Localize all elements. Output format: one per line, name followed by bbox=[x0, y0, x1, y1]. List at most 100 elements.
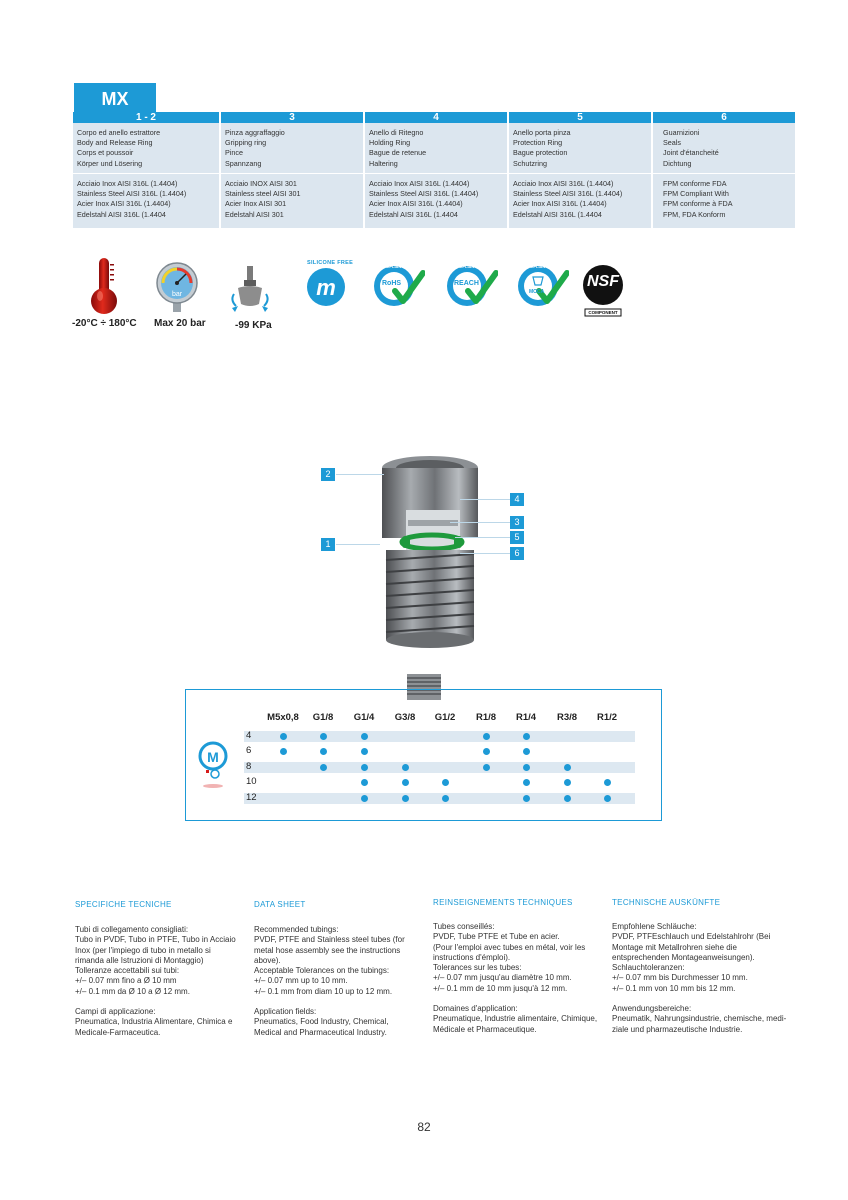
compatibility-dot bbox=[442, 795, 449, 802]
tech-line: Pneumatik, Nahrungsindustrie, chemische,… bbox=[612, 1014, 787, 1034]
nsf-certified-icon: NSF COMPONENT bbox=[582, 264, 624, 318]
compatibility-dot bbox=[523, 779, 530, 786]
thread-icon bbox=[405, 672, 443, 702]
compatibility-dot bbox=[280, 733, 287, 740]
silicone-free-icon: m SILICONE FREE bbox=[303, 260, 353, 308]
component-col-3: 3 Pinza aggraffaggio Gripping ring Pince… bbox=[221, 112, 365, 228]
compatibility-dot bbox=[361, 795, 368, 802]
compatibility-dot bbox=[523, 795, 530, 802]
gauge-unit: bar bbox=[172, 291, 183, 298]
leader-line bbox=[460, 553, 510, 554]
section-body-fr: Tubes conseillés: PVDF, Tube PTFE et Tub… bbox=[433, 922, 598, 1045]
compatibility-dot bbox=[320, 733, 327, 740]
row-band bbox=[244, 762, 635, 773]
mat-de: FPM, FDA Konform bbox=[663, 209, 726, 219]
leader-line bbox=[450, 522, 510, 523]
compatibility-dot bbox=[402, 795, 409, 802]
component-number: 5 bbox=[509, 112, 651, 123]
component-col-6: 6 Guarnizioni Seals Joint d'étancheité D… bbox=[653, 112, 795, 228]
tech-line: +/– 0.07 mm bis Durchmesser 10 mm. bbox=[612, 973, 748, 983]
component-number: 1 - 2 bbox=[73, 112, 219, 123]
name-it: Pinza aggraffaggio bbox=[225, 128, 285, 137]
section-body-de: Empfohlene Schläuche: PVDF, PTFEschlauch… bbox=[612, 922, 788, 1045]
thread-column-header: G1/2 bbox=[434, 712, 456, 723]
compatibility-dot bbox=[320, 764, 327, 771]
name-it: Anello porta pinza bbox=[513, 128, 571, 137]
tube-size-label: 8 bbox=[246, 761, 252, 772]
tech-line: Acceptable Tolerances on the tubings: bbox=[254, 966, 390, 976]
reach-label: REACH bbox=[454, 280, 479, 287]
compatibility-dot bbox=[604, 795, 611, 802]
tech-line: +/– 0.1 mm da Ø 10 a Ø 12 mm. bbox=[75, 986, 190, 996]
tech-line: Tubes conseillés: bbox=[433, 922, 495, 931]
name-fr: Bague de retenue bbox=[369, 148, 427, 158]
component-materials: Acciaio Inox AISI 316L (1.4404) Stainles… bbox=[369, 179, 505, 220]
callout-6: 6 bbox=[510, 547, 524, 560]
vacuum-icon bbox=[228, 264, 272, 314]
svg-text:m: m bbox=[316, 275, 336, 300]
compliant-ring-text: COMPLIANT bbox=[524, 264, 548, 269]
section-title-en: DATA SHEET bbox=[254, 900, 306, 909]
rohs-compliant-icon: RoHS COMPLIANT bbox=[373, 263, 426, 309]
tube-size-label: 10 bbox=[246, 776, 257, 787]
tech-line: +/– 0.1 mm de 10 mm jusqu'à 12 mm. bbox=[433, 983, 568, 993]
mat-it: Acciaio Inox AISI 316L (1.4404) bbox=[369, 179, 470, 188]
nsf-label: NSF bbox=[587, 273, 619, 290]
tube-logo-icon: M bbox=[198, 740, 228, 790]
mat-it: Acciaio Inox AISI 316L (1.4404) bbox=[77, 179, 178, 188]
silicone-free-text: SILICONE FREE bbox=[307, 260, 354, 266]
divider bbox=[365, 173, 507, 174]
component-number: 3 bbox=[221, 112, 363, 123]
name-de: Dichtung bbox=[663, 158, 692, 168]
temperature-range: -20°C ÷ 180°C bbox=[72, 318, 137, 329]
component-names: Anello di Ritegno Holding Ring Bague de … bbox=[369, 128, 505, 169]
tech-line: +/– 0.07 mm jusqu'au diamètre 10 mm. bbox=[433, 973, 572, 983]
divider bbox=[73, 173, 219, 174]
mat-fr: Acier Inox AISI 316L (1.4404) bbox=[369, 199, 463, 209]
tube-size-label: 12 bbox=[246, 792, 257, 803]
component-names: Anello porta pinza Protection Ring Bague… bbox=[513, 128, 649, 169]
series-tab: MX bbox=[74, 83, 156, 113]
callout-3: 3 bbox=[510, 516, 524, 529]
mat-de: Edelstahl AISI 301 bbox=[225, 209, 284, 219]
thread-column-header: G1/8 bbox=[312, 712, 334, 723]
mat-de: Edelstahl AISI 316L (1.4404 bbox=[77, 209, 166, 219]
callout-4: 4 bbox=[510, 493, 524, 506]
name-it: Anello di Ritegno bbox=[369, 128, 424, 137]
thread-column-header: M5x0,8 bbox=[267, 712, 299, 723]
name-de: Haltering bbox=[369, 158, 398, 168]
tech-line: Empfohlene Schläuche: bbox=[612, 922, 697, 931]
thread-column-header: R3/8 bbox=[556, 712, 578, 723]
tech-line: Campi di applicazione: bbox=[75, 1007, 156, 1017]
compatibility-dot bbox=[564, 764, 571, 771]
thread-column-header: R1/2 bbox=[596, 712, 618, 723]
tech-line: +/– 0.07 mm up to 10 mm. bbox=[254, 976, 348, 986]
tube-size-label: 6 bbox=[246, 745, 252, 756]
thread-column-header: R1/4 bbox=[515, 712, 537, 723]
compatibility-dot bbox=[523, 733, 530, 740]
section-title-it: SPECIFICHE TECNICHE bbox=[75, 900, 172, 909]
compatibility-dot bbox=[280, 748, 287, 755]
tech-line: Tubi di collegamento consigliati: bbox=[75, 925, 189, 934]
tech-line: +/– 0.1 mm von 10 mm bis 12 mm. bbox=[612, 983, 736, 993]
tech-line: PVDF, PTFEschlauch und Edelstahlrohr (Be… bbox=[612, 932, 771, 962]
component-names: Corpo ed anello estrattore Body and Rele… bbox=[77, 128, 217, 169]
tech-line: Schlauchtoleranzen: bbox=[612, 963, 685, 973]
compatibility-dot bbox=[320, 748, 327, 755]
component-materials: Acciaio Inox AISI 316L (1.4404) Stainles… bbox=[77, 179, 217, 220]
row-band bbox=[244, 731, 635, 742]
tech-line: Pneumatica, Industria Alimentare, Chimic… bbox=[75, 1017, 233, 1037]
section-body-it: Tubi di collegamento consigliati: Tubo i… bbox=[75, 925, 240, 1048]
rohs-label: RoHS bbox=[382, 280, 402, 287]
thermometer-icon bbox=[86, 256, 122, 316]
tech-line: Tubo in PVDF, Tubo in PTFE, Tubo in Acci… bbox=[75, 935, 236, 965]
compatibility-dot bbox=[361, 764, 368, 771]
name-de: Schutzring bbox=[513, 158, 547, 168]
component-materials: Acciaio Inox AISI 316L (1.4404) Stainles… bbox=[513, 179, 649, 220]
name-en: Holding Ring bbox=[369, 138, 411, 148]
leader-line bbox=[336, 474, 384, 475]
tech-line: Tolerances sur les tubes: bbox=[433, 963, 522, 973]
mat-en: Stainless Steel AISI 316L (1.4404) bbox=[369, 189, 479, 199]
mat-fr: Acier Inox AISI 316L (1.4404) bbox=[513, 199, 607, 209]
compatibility-dot bbox=[483, 764, 490, 771]
